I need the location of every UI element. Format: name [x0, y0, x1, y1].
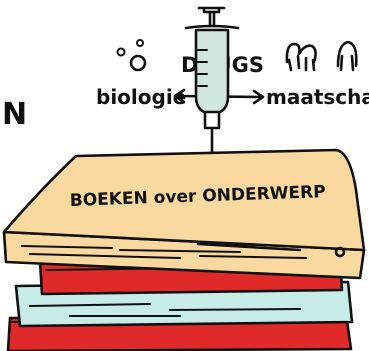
- biologie-label: biologie: [96, 85, 186, 109]
- syringe-icon: [184, 6, 240, 160]
- people-icon: [285, 40, 358, 72]
- maatschappij-label: maatschapp: [266, 85, 369, 109]
- book-top: [2, 148, 366, 280]
- molecule-icon: [116, 39, 147, 72]
- left-letter-fragment: N: [2, 97, 27, 132]
